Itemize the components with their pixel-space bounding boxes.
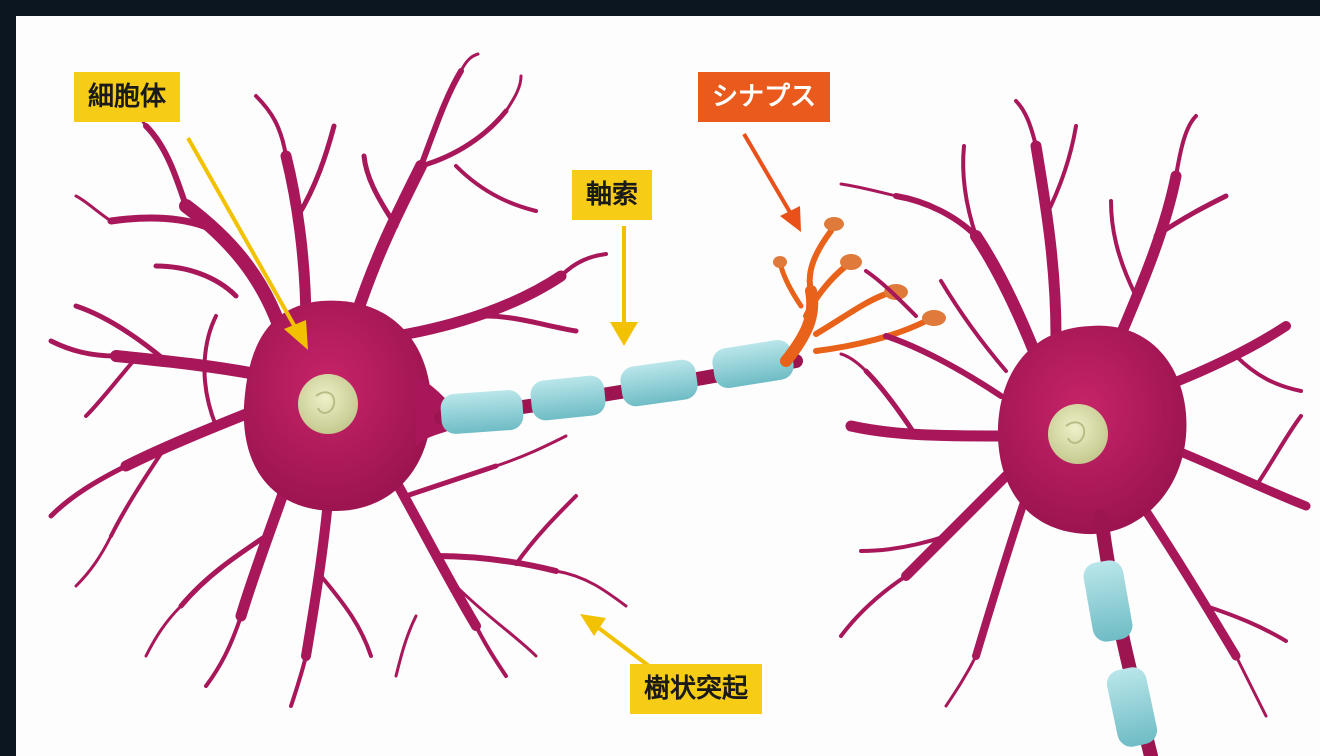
dendrite-label: 樹状突起 (630, 664, 762, 714)
neuron-illustration (16, 16, 1320, 756)
nucleus-left (298, 374, 358, 434)
soma-label: 細胞体 (74, 72, 180, 122)
nucleus-right (1048, 404, 1108, 464)
dendrite-arrow (580, 614, 649, 666)
diagram-canvas: 細胞体 軸索 シナプス 樹状突起 (16, 16, 1320, 756)
axon-arrow (610, 226, 638, 346)
synapse-arrow (744, 134, 801, 232)
axon (440, 338, 796, 435)
axon-right (1081, 516, 1159, 756)
synapse-label: シナプス (698, 72, 830, 122)
axon-label: 軸索 (572, 170, 652, 220)
